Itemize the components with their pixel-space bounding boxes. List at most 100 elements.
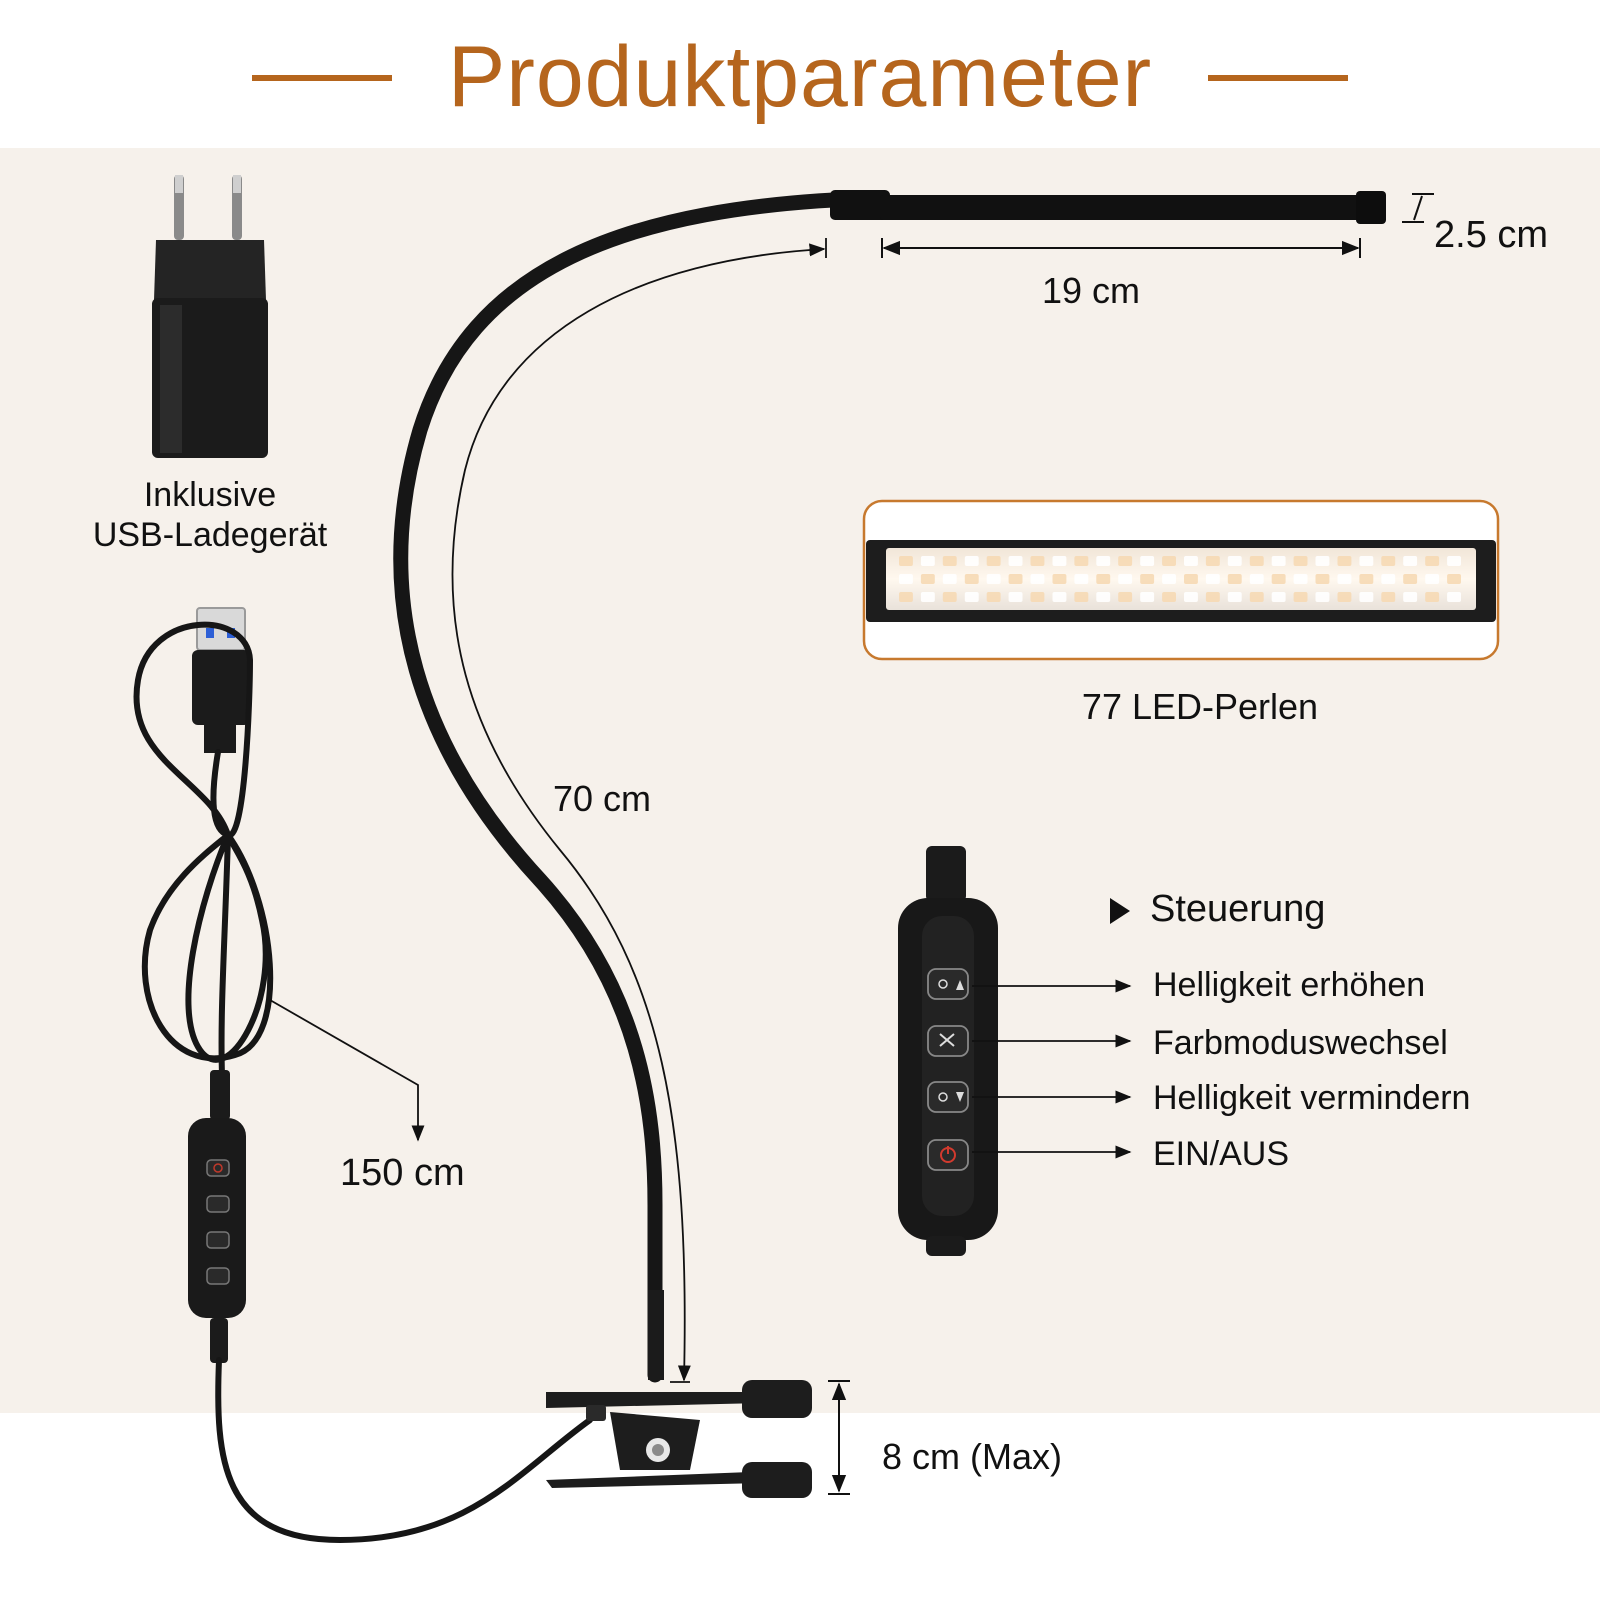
led-bead: [1030, 556, 1045, 566]
led-bead: [1008, 556, 1023, 566]
led-bead: [1249, 574, 1264, 584]
power-icon: [927, 1139, 969, 1171]
led-bead: [899, 592, 913, 602]
led-bead: [1315, 574, 1330, 584]
led-bead: [1425, 592, 1440, 602]
led-bead: [1052, 574, 1067, 584]
inline-controller-icon: [898, 846, 998, 1256]
head-width-label: 2.5 cm: [1434, 214, 1549, 256]
led-bead: [1030, 574, 1045, 584]
led-bead: [1293, 592, 1308, 602]
led-bead: [1118, 592, 1133, 602]
led-bead: [1425, 556, 1440, 566]
led-bead: [1162, 574, 1176, 584]
led-bead: [942, 574, 957, 584]
led-bead: [1074, 592, 1089, 602]
led-bead: [1271, 574, 1286, 584]
led-bead: [964, 574, 979, 584]
led-bead: [1381, 574, 1396, 584]
led-bead: [1096, 592, 1111, 602]
led-bead: [899, 556, 913, 566]
brightness-down-icon: [927, 1081, 969, 1113]
led-bead: [964, 592, 979, 602]
clamp-opening-label: 8 cm (Max): [882, 1436, 1062, 1477]
led-bead: [1118, 574, 1133, 584]
led-bead: [1447, 556, 1461, 566]
steuerung-bullet-icon: [1110, 898, 1130, 924]
led-bead: [1271, 556, 1286, 566]
head-length-dimension: [881, 238, 1361, 258]
controller-heading: Steuerung: [1150, 888, 1326, 930]
led-bead: [920, 556, 935, 566]
led-count-label: 77 LED-Perlen: [1081, 686, 1319, 727]
led-bead: [1403, 574, 1418, 584]
led-bead: [1337, 556, 1352, 566]
led-bead: [986, 556, 1001, 566]
led-bead: [1205, 574, 1220, 584]
led-bead: [920, 574, 935, 584]
led-bead: [986, 592, 1001, 602]
led-bead: [1118, 556, 1133, 566]
led-bead: [1315, 556, 1330, 566]
led-bead: [1162, 556, 1176, 566]
led-bead: [942, 592, 957, 602]
led-bead: [1403, 556, 1418, 566]
led-bead: [1293, 556, 1308, 566]
led-bead: [1074, 556, 1089, 566]
page-title: Produktparameter: [447, 29, 1153, 125]
led-bead: [964, 556, 979, 566]
gooseneck-lamp-icon: [393, 190, 1386, 1498]
led-bead: [1184, 592, 1198, 602]
head-width-dimension: [1402, 193, 1434, 223]
led-bead: [1447, 574, 1461, 584]
led-bead: [1249, 592, 1264, 602]
led-bead: [1184, 556, 1198, 566]
led-bead: [1337, 574, 1352, 584]
led-bead: [1008, 574, 1023, 584]
led-bead: [1337, 592, 1352, 602]
brightness-up-icon: [927, 968, 969, 1000]
led-bead: [1447, 592, 1461, 602]
led-bead: [1140, 556, 1155, 566]
led-bead: [1052, 556, 1067, 566]
eu-plug-charger-icon: [152, 175, 268, 458]
led-bead: [1008, 592, 1023, 602]
charger-label-line2: USB-Ladegerät: [92, 516, 328, 554]
led-bead: [1403, 592, 1418, 602]
led-bead: [1140, 574, 1155, 584]
neck-length-label: 70 cm: [553, 778, 652, 819]
led-bead: [1359, 592, 1374, 602]
led-bead: [899, 574, 913, 584]
led-bead: [1381, 556, 1396, 566]
led-bead: [1030, 592, 1045, 602]
led-bead: [1271, 592, 1286, 602]
controller-label-brightness-down: Helligkeit vermindern: [1153, 1079, 1471, 1117]
controller-label-brightness-up: Helligkeit erhöhen: [1153, 966, 1426, 1004]
led-bead: [1140, 592, 1155, 602]
led-bead: [1293, 574, 1308, 584]
led-bead: [1315, 592, 1330, 602]
led-bead: [1074, 574, 1089, 584]
led-bead: [1205, 592, 1220, 602]
clamp-opening-dimension: [828, 1380, 850, 1495]
charger-label-line1: Inklusive: [143, 476, 277, 514]
controller-callouts: [972, 979, 1132, 1159]
led-bead: [1096, 556, 1111, 566]
head-length-label: 19 cm: [1042, 270, 1141, 311]
led-bead: [1359, 574, 1374, 584]
led-bead: [1227, 574, 1242, 584]
led-bead: [1249, 556, 1264, 566]
controller-label-power: EIN/AUS: [1153, 1135, 1290, 1173]
led-bead: [1381, 592, 1396, 602]
led-bead: [1227, 556, 1242, 566]
led-bead: [1052, 592, 1067, 602]
led-bead: [1227, 592, 1242, 602]
controller-label-color-mode: Farbmoduswechsel: [1153, 1024, 1448, 1062]
led-bead: [942, 556, 957, 566]
led-strip-icon: [862, 499, 1500, 661]
neck-length-dimension: [451, 238, 827, 1383]
led-bead: [920, 592, 935, 602]
color-mode-icon: [927, 1025, 969, 1057]
